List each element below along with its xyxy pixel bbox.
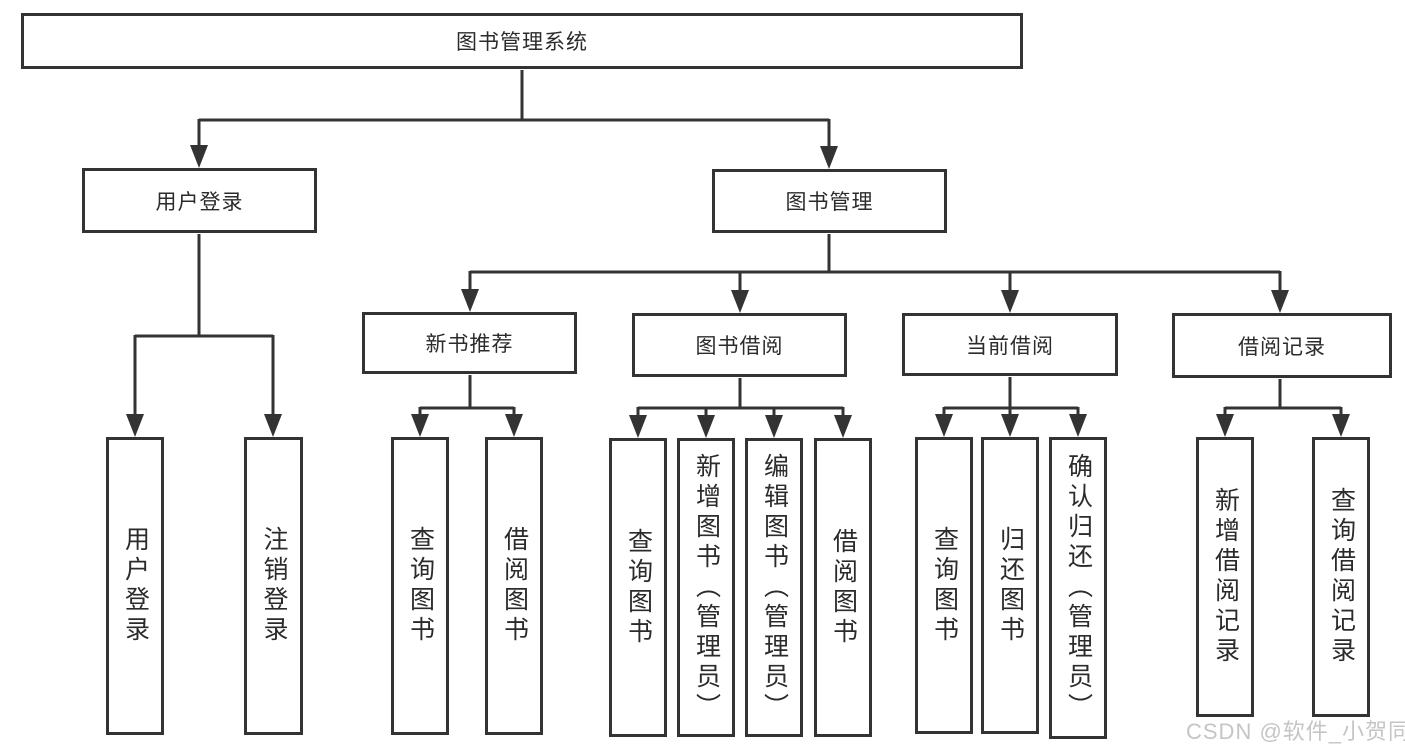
node-root: 图书管理系统 [21, 13, 1023, 69]
leaf-bor-add-books: 新增图书（管理员） [677, 438, 735, 737]
node-current-borrowing: 当前借阅 [902, 313, 1118, 376]
node-new-book-recommend-label: 新书推荐 [425, 333, 514, 356]
connector-new-rec [418, 375, 516, 416]
node-user-login: 用户登录 [82, 168, 317, 233]
leaf-logout: 注销登录 [244, 437, 303, 735]
csdn-watermark: CSDN @软件_小贺同学 [1186, 719, 1405, 744]
leaf-bor-query-books: 查询图书 [609, 438, 667, 737]
leaf-rec-borrow-books: 借阅图书 [485, 437, 543, 735]
leaf-bor-edit-books-label: 编辑图书（管理员） [760, 452, 789, 723]
node-user-login-label: 用户登录 [155, 190, 244, 214]
node-book-management: 图书管理 [712, 169, 947, 233]
connector-records [1223, 379, 1343, 416]
leaf-rec-borrow-books-label: 借阅图书 [500, 526, 529, 646]
connector-borrow [636, 378, 845, 417]
leaf-rec-query-books-label: 查询图书 [406, 526, 435, 646]
node-root-label: 图书管理系统 [456, 31, 588, 54]
leaf-user-login-label: 用户登录 [121, 526, 150, 646]
leaf-bor-add-books-label: 新增图书（管理员） [692, 452, 721, 723]
leaf-bor-borrow-books-label: 借阅图书 [829, 527, 858, 648]
leaf-log-add-record-label: 新增借阅记录 [1211, 487, 1240, 667]
node-borrow-records-label: 借阅记录 [1238, 335, 1326, 359]
node-book-management-label: 图书管理 [785, 191, 874, 214]
connector-user-login [133, 234, 275, 416]
connector-current [942, 377, 1080, 416]
leaf-log-query-record: 查询借阅记录 [1312, 437, 1370, 717]
leaf-bor-borrow-books: 借阅图书 [814, 438, 872, 737]
node-borrow-records: 借阅记录 [1172, 313, 1392, 378]
node-book-borrowing-label: 图书借阅 [695, 335, 784, 358]
leaf-cur-return-books-label: 归还图书 [996, 525, 1025, 646]
node-new-book-recommend: 新书推荐 [362, 312, 577, 374]
leaf-bor-query-books-label: 查询图书 [624, 527, 653, 648]
leaf-cur-query-books-label: 查询图书 [930, 525, 959, 646]
connector-book-mgmt [468, 234, 1282, 292]
arrowheads [126, 145, 1350, 438]
connector-root [197, 70, 831, 147]
leaf-cur-query-books: 查询图书 [915, 437, 973, 734]
leaf-bor-edit-books: 编辑图书（管理员） [745, 438, 803, 737]
leaf-cur-return-books: 归还图书 [981, 437, 1039, 734]
leaf-logout-label: 注销登录 [260, 526, 288, 646]
node-current-borrowing-label: 当前借阅 [966, 334, 1054, 358]
leaf-user-login: 用户登录 [106, 437, 164, 735]
leaf-cur-confirm-return: 确认归还（管理员） [1049, 437, 1107, 739]
node-book-borrowing: 图书借阅 [632, 313, 847, 377]
leaf-rec-query-books: 查询图书 [391, 437, 449, 735]
leaf-log-query-record-label: 查询借阅记录 [1327, 487, 1356, 667]
leaf-cur-confirm-return-label: 确认归还（管理员） [1064, 453, 1093, 723]
leaf-log-add-record: 新增借阅记录 [1196, 437, 1254, 717]
